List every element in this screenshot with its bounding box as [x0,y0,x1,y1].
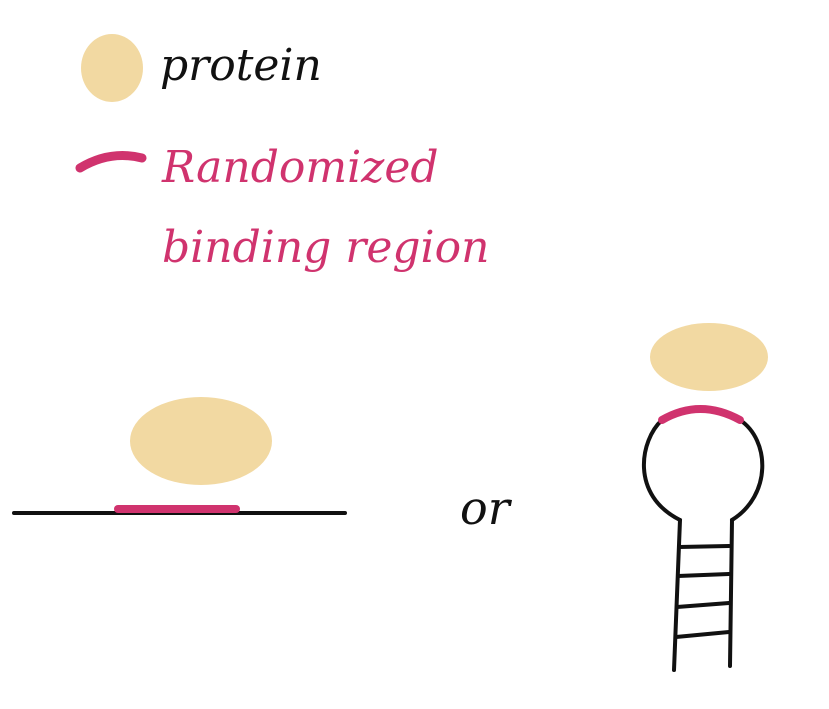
or-connector: or [460,481,513,535]
stem-rung [674,630,731,639]
stem-loop-protein [650,323,768,391]
stem-loop-loop [642,408,765,522]
stem-rung [675,601,731,609]
legend-binding-region-swatch [75,151,147,173]
linear-protein [130,397,272,485]
legend-binding-region-label-line1: Randomized [161,142,439,193]
linear-binding-illustration [12,397,347,515]
stem-loop-binding-illustration [642,323,768,672]
legend-protein-swatch [81,34,143,102]
legend-binding-region: Randomized binding region [75,142,489,273]
stem-left-strand [672,518,682,672]
stem-rung [677,544,731,549]
stem-right-strand [728,518,734,668]
legend-protein-label: protein [160,40,322,91]
stem-rung [676,572,731,578]
legend-protein: protein [81,34,322,102]
legend-binding-region-label-line2: binding region [162,222,489,273]
stem-loop-binding-region [658,405,744,424]
